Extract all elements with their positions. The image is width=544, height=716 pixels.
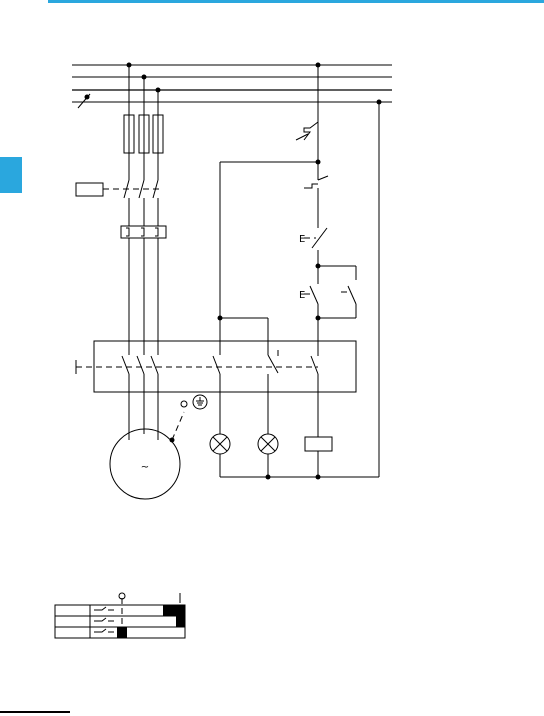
overload-relay <box>121 222 166 355</box>
switching-table <box>55 593 185 638</box>
busbars <box>72 65 392 108</box>
stop-button-label: E <box>299 234 305 245</box>
isolator-switch <box>76 180 160 222</box>
footer-rule <box>0 711 70 713</box>
power-drops <box>127 63 161 116</box>
isolator-operator-box <box>76 183 103 196</box>
loads <box>210 434 379 480</box>
start-button-label: E <box>299 290 305 301</box>
busbar-marker-dot <box>85 95 90 100</box>
control-circuit: E E <box>218 63 382 478</box>
contactor <box>76 341 356 440</box>
fuses <box>124 115 163 180</box>
motor-ac-symbol: ~ <box>141 462 149 473</box>
contactor-coil <box>305 437 332 451</box>
